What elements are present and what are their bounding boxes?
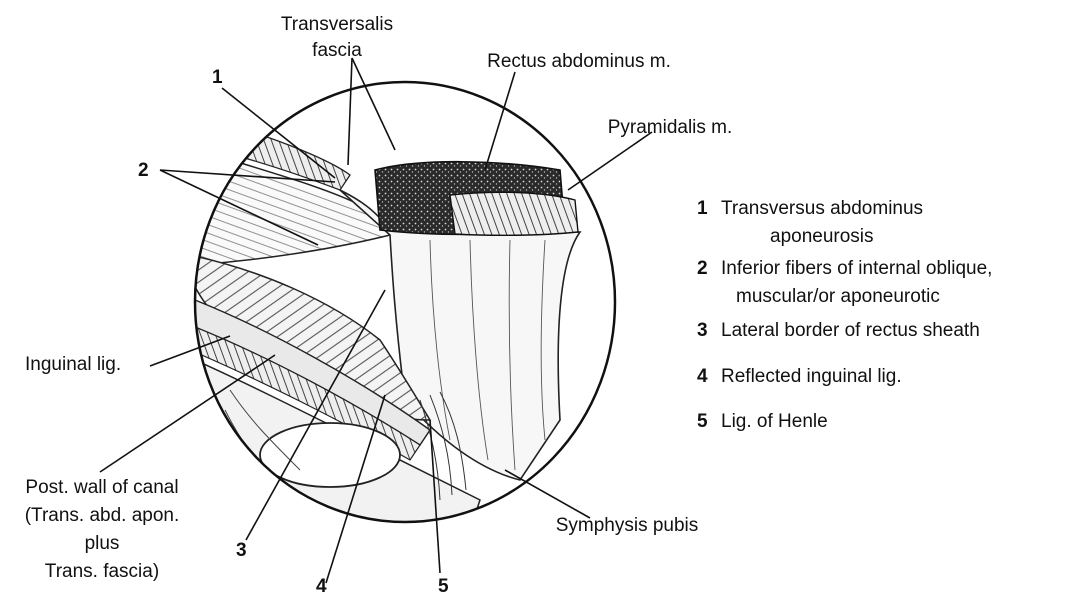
label-transversalis-1: Transversalis [281,14,393,35]
pyramidalis-muscle [450,192,578,235]
label-pyramidalis: Pyramidalis m. [608,117,733,138]
label-post-wall-2: (Trans. abd. apon. [25,505,180,526]
legend-text-cont: muscular/or aponeurotic [736,286,940,307]
callout-3: 3 [236,540,247,561]
legend-text: Lateral border of rectus sheath [721,320,980,341]
legend: 1 Transversus abdominus aponeurosis 2 In… [697,198,992,432]
legend-text: Lig. of Henle [721,411,828,432]
legend-num: 2 [697,258,708,279]
label-rectus: Rectus abdominus m. [487,51,671,72]
label-post-wall-3: plus [85,533,120,554]
legend-num: 3 [697,320,708,341]
legend-text: Transversus abdominus [721,198,923,219]
callout-1: 1 [212,67,223,88]
legend-item-1: 1 Transversus abdominus aponeurosis [697,198,923,247]
label-post-wall-1: Post. wall of canal [25,477,178,498]
legend-num: 1 [697,198,708,219]
legend-text: Inferior fibers of internal oblique, [721,258,992,279]
legend-num: 5 [697,411,708,432]
label-symphysis: Symphysis pubis [556,515,699,536]
callout-5: 5 [438,576,449,595]
label-inguinal: Inguinal lig. [25,354,121,375]
legend-item-4: 4 Reflected inguinal lig. [697,366,902,387]
legend-item-5: 5 Lig. of Henle [697,411,828,432]
callout-4: 4 [316,576,327,595]
legend-num: 4 [697,366,708,387]
callout-2: 2 [138,160,149,181]
legend-item-2: 2 Inferior fibers of internal oblique, m… [697,258,992,307]
label-post-wall-4: Trans. fascia) [45,561,159,582]
legend-text: Reflected inguinal lig. [721,366,902,387]
label-transversalis-2: fascia [312,40,362,61]
legend-text-cont: aponeurosis [770,226,874,247]
legend-item-3: 3 Lateral border of rectus sheath [697,320,980,341]
